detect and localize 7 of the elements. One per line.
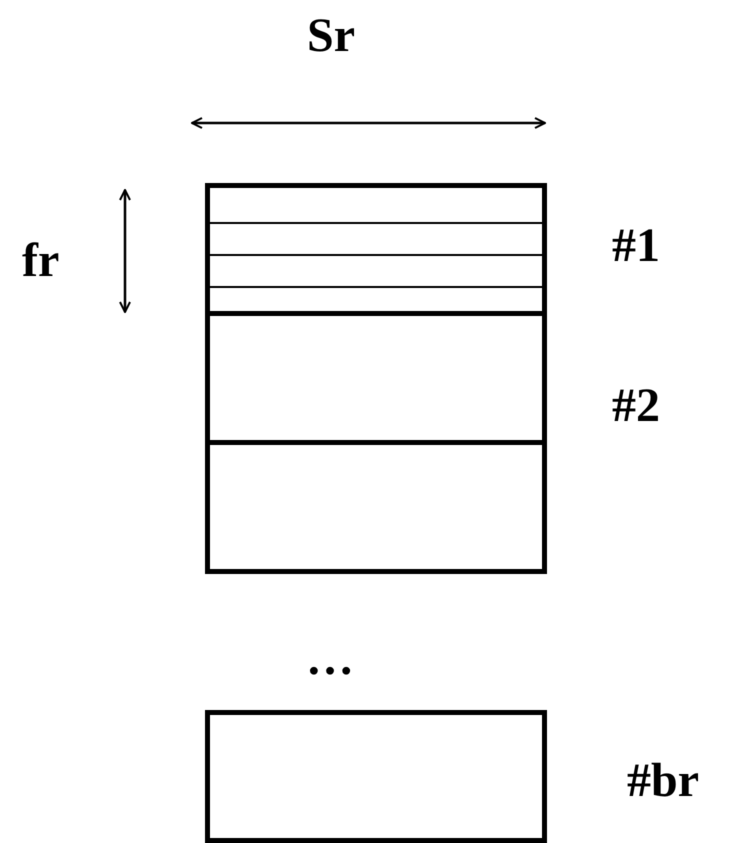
dimension-label: fr — [22, 237, 60, 285]
block-label: #1 — [612, 222, 660, 270]
stack-block — [205, 710, 547, 843]
ellipsis: … — [306, 635, 354, 683]
block-label: #br — [627, 757, 699, 805]
block-label: #2 — [612, 382, 660, 430]
dimension-label: Sr — [307, 12, 355, 60]
